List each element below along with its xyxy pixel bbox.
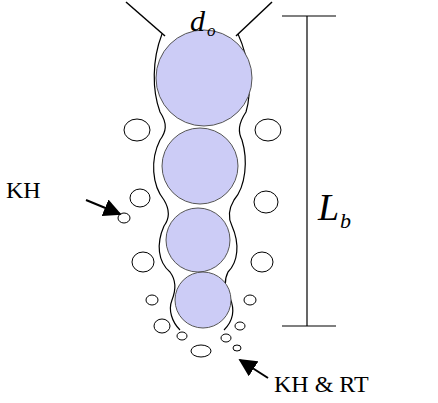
- droplet: [118, 213, 130, 223]
- diameter-symbol: d: [190, 6, 205, 36]
- droplet: [221, 334, 231, 342]
- droplet: [130, 189, 150, 207]
- droplet: [251, 252, 273, 272]
- liquid-blob: [175, 272, 231, 328]
- droplet: [244, 295, 256, 305]
- droplet: [132, 252, 154, 272]
- droplet: [255, 119, 281, 141]
- droplet: [191, 345, 211, 357]
- droplet: [177, 332, 187, 340]
- leader-arrow: [86, 200, 120, 214]
- nozzle-wall: [236, 2, 272, 36]
- liquid-blob: [162, 128, 238, 204]
- dimension-line: [306, 16, 307, 326]
- droplet: [154, 319, 170, 333]
- leader-arrow: [240, 360, 268, 378]
- diameter-subscript: o: [207, 22, 216, 39]
- droplet: [254, 191, 278, 213]
- droplets: [118, 119, 281, 357]
- droplet: [233, 345, 241, 351]
- length-subscript: b: [340, 210, 351, 232]
- droplet: [124, 119, 150, 141]
- length-symbol: L: [318, 188, 339, 226]
- nozzle-wall: [126, 2, 165, 36]
- dimension-tick: [282, 325, 336, 326]
- instability-label: KH: [6, 178, 41, 202]
- liquid-blob: [166, 208, 230, 272]
- liquid-blob: [156, 30, 252, 126]
- droplet: [146, 295, 158, 305]
- instability-label: KH & RT: [274, 372, 369, 396]
- droplet: [235, 322, 245, 330]
- dimension-tick: [282, 15, 336, 16]
